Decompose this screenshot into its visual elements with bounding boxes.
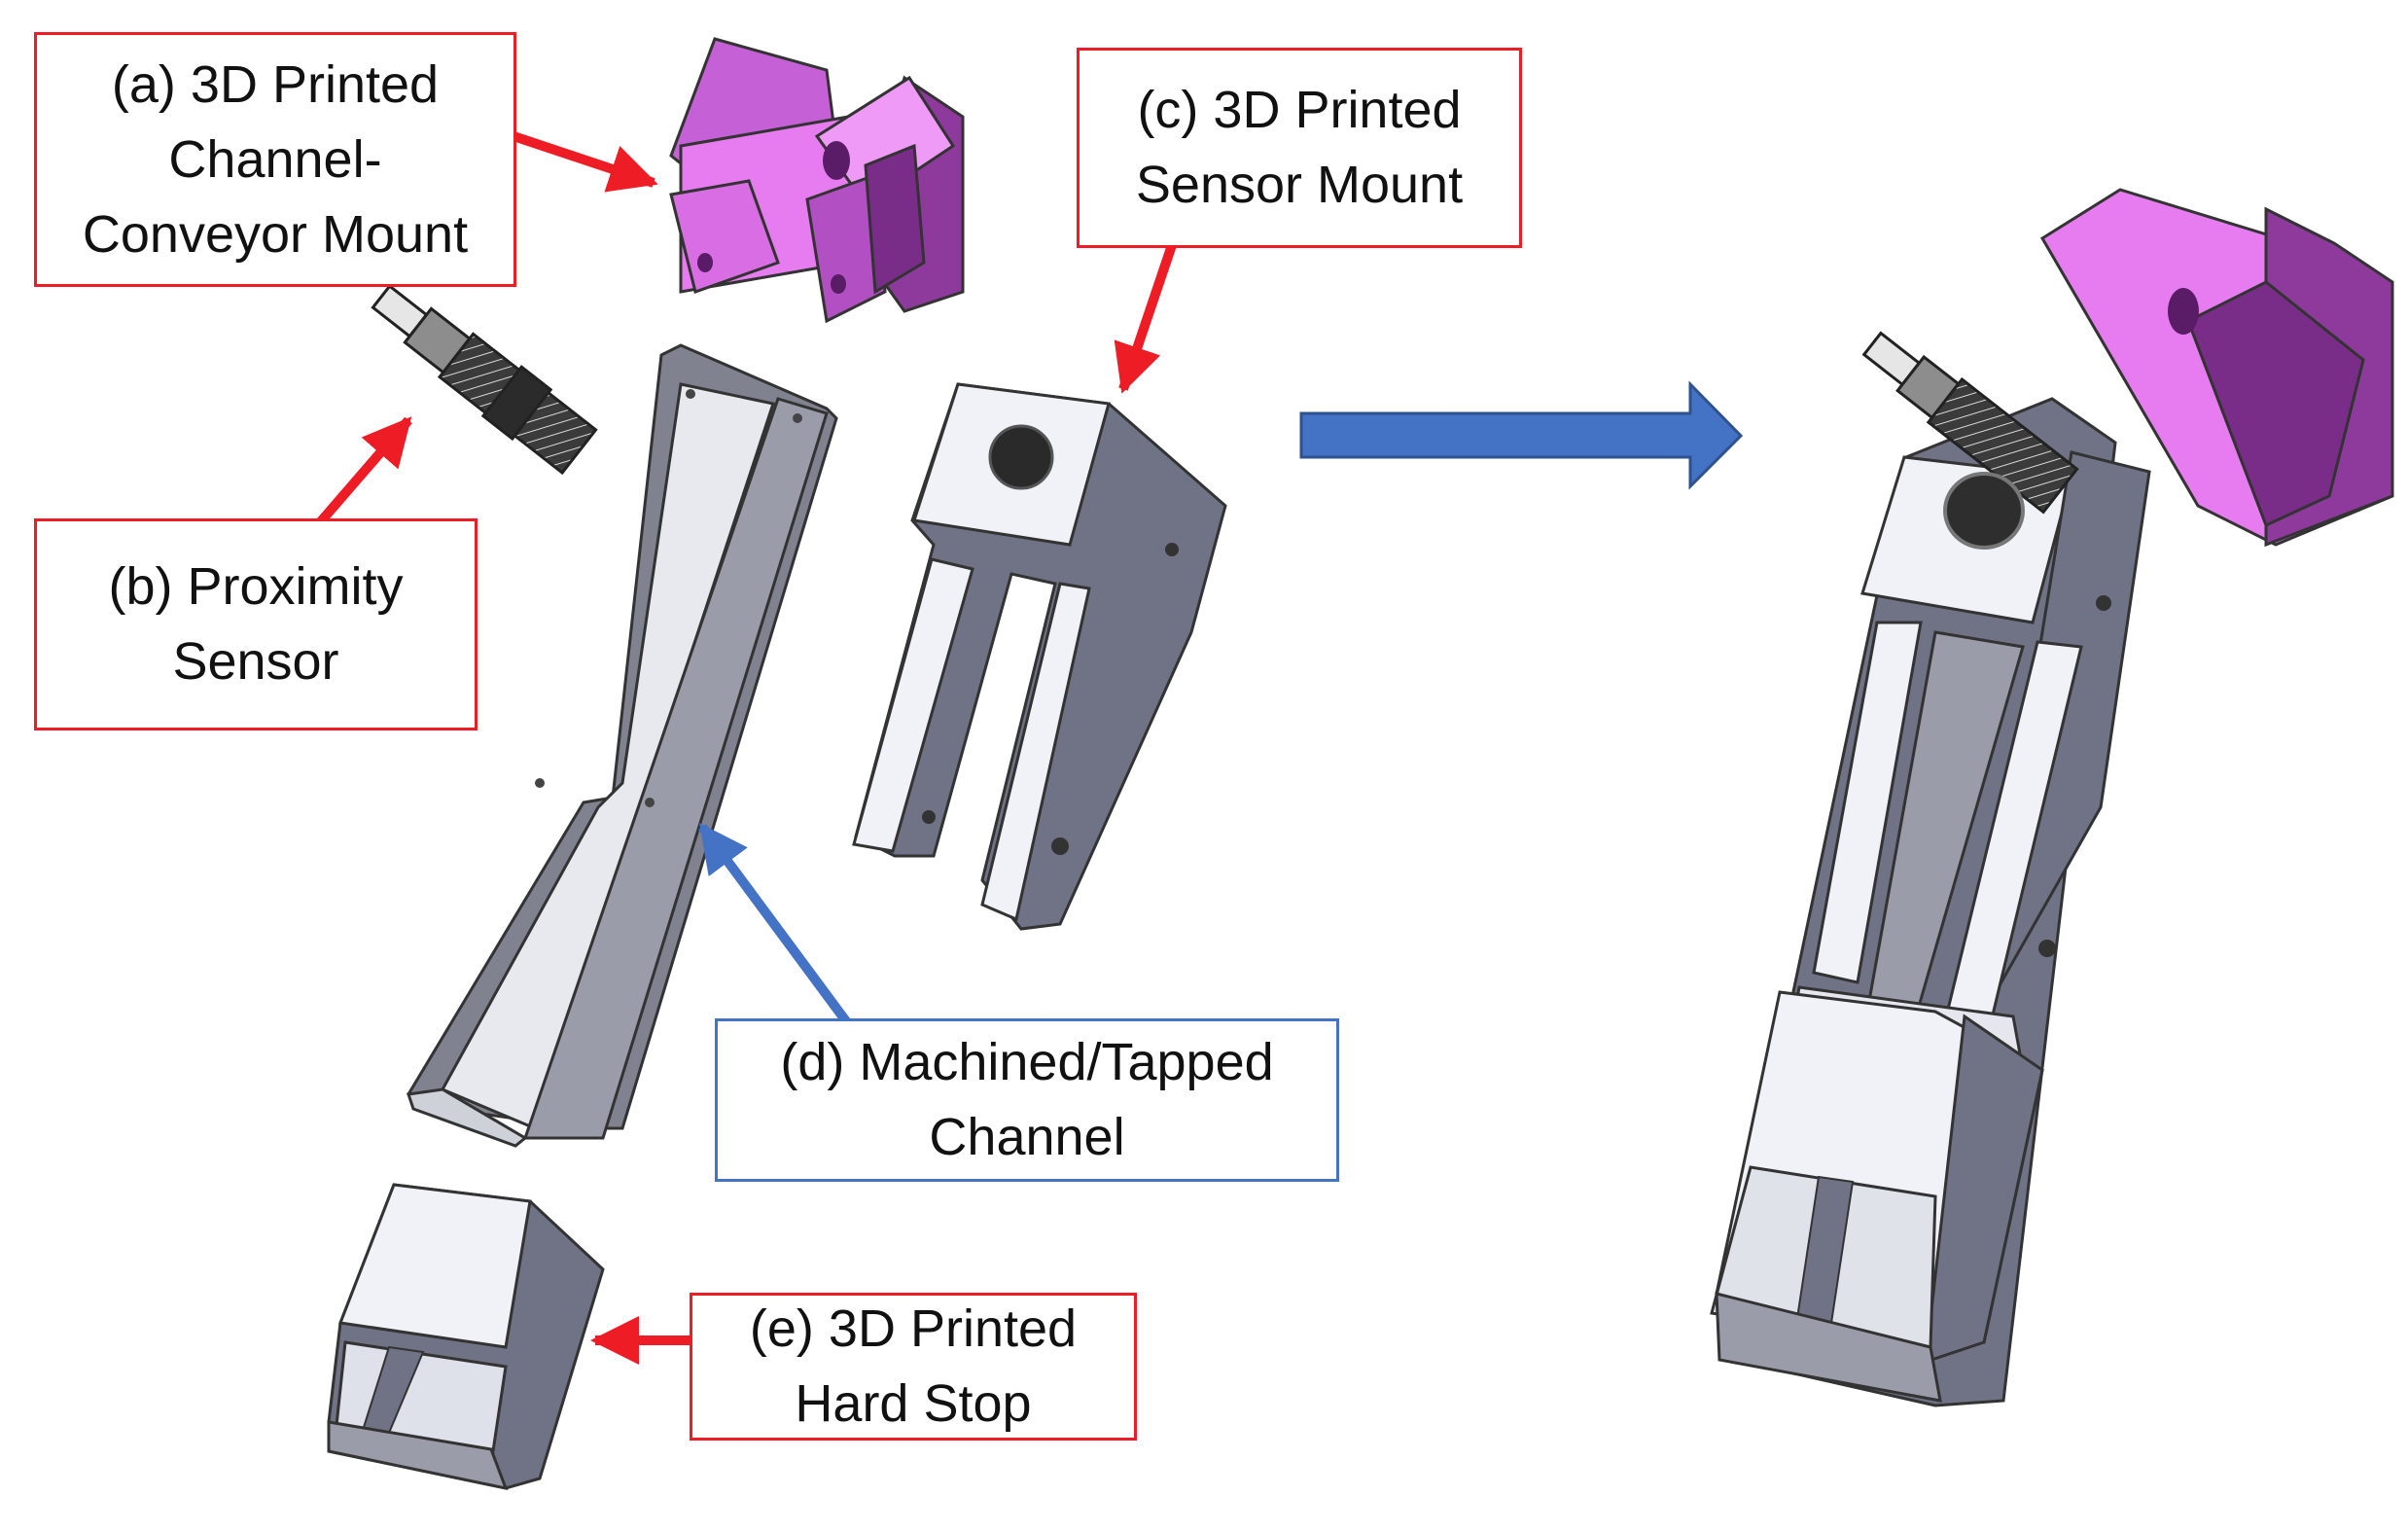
label-d-line-1: (d) Machined/Tapped — [780, 1033, 1274, 1091]
sensor-mount-part — [852, 382, 1227, 931]
label-proximity-sensor: (b) Proximity Sensor — [37, 521, 475, 728]
label-channel-conveyor-mount: (a) 3D Printed Channel- Conveyor Mount — [37, 35, 513, 284]
leader-arrow-c — [1114, 243, 1177, 394]
label-a-line-3: Conveyor Mount — [82, 204, 469, 264]
label-b-line-1: (b) Proximity — [108, 557, 404, 616]
hard-stop-part — [327, 1183, 605, 1491]
label-sensor-mount: (c) 3D Printed Sensor Mount — [1080, 51, 1519, 245]
label-d-line-2: Channel — [929, 1108, 1125, 1166]
label-e-line-1: (e) 3D Printed — [749, 1300, 1078, 1358]
label-b-line-2: Sensor — [172, 632, 339, 691]
leader-arrow-b — [317, 416, 412, 525]
label-machined-channel: (d) Machined/Tapped Channel — [718, 1021, 1336, 1179]
channel-conveyor-mount-part — [669, 37, 965, 324]
assembled-unit — [1710, 188, 2394, 1407]
label-c-line-2: Sensor Mount — [1135, 156, 1464, 214]
label-a-line-2: Channel- — [168, 129, 382, 189]
machined-channel-part — [407, 343, 838, 1148]
assembly-arrow — [1299, 380, 1744, 490]
label-a-line-1: (a) 3D Printed — [111, 54, 440, 114]
label-c-line-1: (c) 3D Printed — [1137, 81, 1462, 139]
proximity-sensor-part — [371, 284, 598, 476]
leader-arrow-d — [697, 822, 851, 1024]
label-hard-stop: (e) 3D Printed Hard Stop — [692, 1296, 1134, 1438]
label-e-line-2: Hard Stop — [795, 1374, 1032, 1433]
leader-arrow-a — [512, 131, 658, 193]
